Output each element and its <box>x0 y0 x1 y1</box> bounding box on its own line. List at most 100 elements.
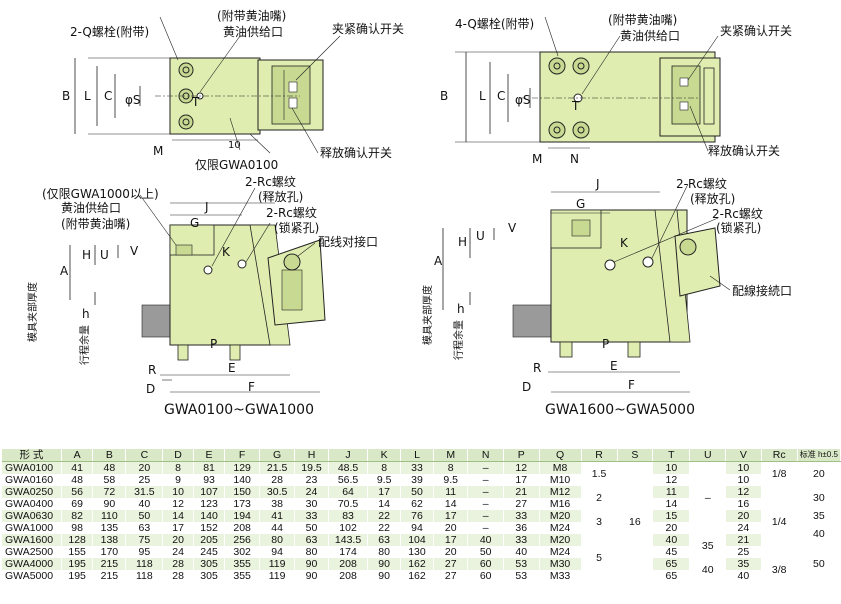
sr-dim-u: U <box>476 229 485 243</box>
sl-dim-p: P <box>210 337 217 351</box>
table-cell: 195 <box>61 558 94 570</box>
col-k: K <box>367 449 401 462</box>
table-cell: 256 <box>224 534 261 546</box>
sl-grease-label: 黄油供给口 <box>61 201 121 215</box>
table-cell: 31.5 <box>125 486 164 498</box>
tl-dim-10: 10 <box>228 140 241 151</box>
table-cell: M24 <box>539 546 582 558</box>
table-cell: 56.5 <box>328 474 369 486</box>
table-cell: 9.5 <box>433 474 469 486</box>
table-cell: 215 <box>92 558 127 570</box>
table-cell: 36 <box>503 522 540 534</box>
table-cell: 21.5 <box>259 461 296 474</box>
sl-dim-g: G <box>190 216 199 230</box>
col-model: 形 式 <box>2 449 62 462</box>
tr-bolt-label: 4-Q螺栓(附带) <box>455 16 534 31</box>
table-cell: 140 <box>224 474 261 486</box>
table-cell: 72 <box>92 486 127 498</box>
table-cell: 63 <box>294 534 329 546</box>
sr-rc-lock: 2-Rc螺纹 <box>712 207 763 221</box>
table-cell: 20 <box>162 534 194 546</box>
table-cell: 22 <box>367 522 401 534</box>
sl-dim-h-small: h <box>82 307 90 321</box>
merged-cell: 16 <box>617 461 654 582</box>
tl-bolt-label: 2-Q螺栓(附带) <box>70 24 149 39</box>
model-cell: GWA2500 <box>2 546 62 558</box>
table-cell: M20 <box>539 510 582 522</box>
model-cell: GWA0250 <box>2 486 62 498</box>
table-cell: 62 <box>400 498 435 510</box>
table-cell: 138 <box>92 534 127 546</box>
sr-dim-h-small: h <box>457 302 465 316</box>
table-cell: 50 <box>400 486 435 498</box>
tr-dim-c: C <box>497 89 505 103</box>
table-cell: 63 <box>125 522 164 534</box>
table-cell: 45 <box>652 546 691 558</box>
table-cell: 41 <box>259 510 296 522</box>
model-cell: GWA0160 <box>2 474 62 486</box>
sr-dim-v: V <box>508 221 517 235</box>
col-q: Q <box>539 449 582 462</box>
col-l: L <box>400 449 435 462</box>
tl-dim-c: C <box>104 89 112 103</box>
table-cell: 12 <box>725 486 762 498</box>
table-cell: 12 <box>162 498 194 510</box>
table-cell: 35 <box>725 558 762 570</box>
table-cell: 82 <box>61 510 94 522</box>
table-cell: 10 <box>162 486 194 498</box>
table-cell: 104 <box>400 534 435 546</box>
tr-dim-s: φS <box>515 93 531 107</box>
table-cell: M12 <box>539 486 582 498</box>
merged-cell: 3/8 <box>761 558 798 582</box>
table-cell: 90 <box>367 558 401 570</box>
table-cell: 355 <box>224 570 261 582</box>
table-cell: 95 <box>125 546 164 558</box>
table-cell: 50 <box>125 510 164 522</box>
table-cell: 24 <box>725 522 762 534</box>
tl-dim-s: φS <box>125 93 141 107</box>
col-s: S <box>617 449 654 462</box>
table-cell: 27 <box>433 570 469 582</box>
table-cell: 195 <box>61 570 94 582</box>
table-cell: 94 <box>400 522 435 534</box>
table-cell: 83 <box>328 510 369 522</box>
tl-dim-t: T <box>191 95 200 109</box>
table-cell: 80 <box>259 534 296 546</box>
table-cell: 28 <box>162 570 194 582</box>
table-cell: 75 <box>125 534 164 546</box>
sl-dim-j: J <box>204 200 209 214</box>
table-cell: M20 <box>539 534 582 546</box>
tr-dim-t: T <box>571 99 580 113</box>
table-cell: 28 <box>259 474 296 486</box>
sr-dim-r: R <box>533 361 541 375</box>
model-cell: GWA5000 <box>2 570 62 582</box>
table-cell: 20 <box>433 522 469 534</box>
tl-grease-label: 黄油供给口 <box>223 25 283 39</box>
table-cell: 22 <box>367 510 401 522</box>
table-cell: 20 <box>433 546 469 558</box>
table-cell: 30 <box>294 498 329 510</box>
sr-dim-j: J <box>595 177 600 191</box>
table-cell: 162 <box>400 570 435 582</box>
table-cell: 33 <box>400 461 435 474</box>
sr-rc-release: 2-Rc螺纹 <box>676 177 727 191</box>
table-cell: 80 <box>294 546 329 558</box>
merged-cell: 1.5 <box>581 461 618 486</box>
table-cell: 9 <box>162 474 194 486</box>
sr-caption: GWA1600~GWA5000 <box>545 402 695 418</box>
top-right-view: 4-Q螺栓(附带) (附带黄油嘴) 黄油供给口 夹紧确认开关 释放确认开关 B … <box>440 13 792 166</box>
col-h-std: 标准 h±0.5 <box>797 449 841 462</box>
col-p: P <box>503 449 540 462</box>
table-cell: 90 <box>294 570 329 582</box>
table-cell: 208 <box>224 522 261 534</box>
table-cell: 80 <box>367 546 401 558</box>
sl-dim-a: A <box>60 264 69 278</box>
table-cell: 305 <box>193 558 226 570</box>
table-cell: 14 <box>162 510 194 522</box>
tl-only-label: 仅限GWA0100 <box>195 158 278 172</box>
tl-dim-b: B <box>62 89 70 103</box>
